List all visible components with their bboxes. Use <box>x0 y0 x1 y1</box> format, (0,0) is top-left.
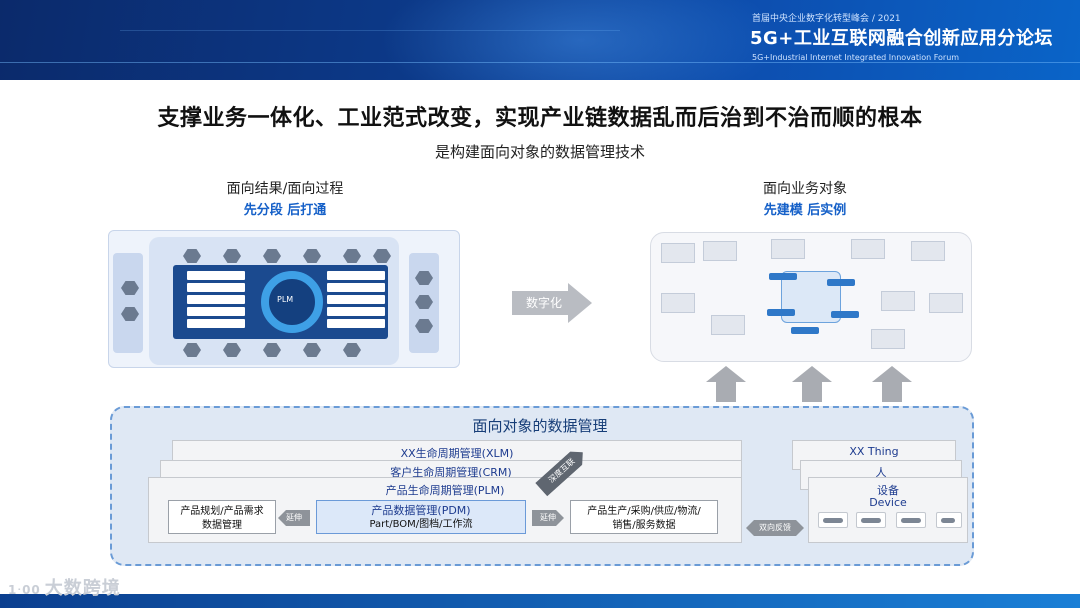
screenshot-thumb <box>929 293 963 313</box>
crm-label: 客户生命周期管理(CRM) <box>390 466 512 479</box>
bidirectional-feedback-arrow: 双向反馈 <box>746 520 804 536</box>
object-chip <box>767 309 795 316</box>
pdm-items: Part/BOM/图档/工作流 <box>369 519 473 530</box>
process-hex-icon <box>415 295 433 309</box>
banner-line <box>120 30 620 31</box>
process-hex-icon <box>343 343 361 357</box>
product-planning-box: 产品规划/产品需求 数据管理 <box>168 500 276 534</box>
up-arrow-icon <box>872 366 912 402</box>
process-hex-icon <box>303 343 321 357</box>
digitalization-arrow: 数字化 <box>512 283 592 323</box>
screenshot-thumb <box>851 239 885 259</box>
conference-name: 首届中央企业数字化转型峰会 / 2021 <box>752 14 901 24</box>
process-hex-icon <box>415 319 433 333</box>
diagram-side-panel <box>113 253 143 353</box>
diagram-module <box>187 283 245 292</box>
footer-band <box>0 594 1080 608</box>
product-production-box: 产品生产/采购/供应/物流/ 销售/服务数据 <box>570 500 718 534</box>
process-hex-icon <box>263 343 281 357</box>
product-production-line2: 销售/服务数据 <box>612 520 676 531</box>
process-hex-icon <box>183 343 201 357</box>
banner-line <box>0 62 1080 63</box>
process-hex-icon <box>223 249 241 263</box>
digitalization-label: 数字化 <box>526 296 563 310</box>
left-subtitle: 先分段 后打通 <box>243 203 327 218</box>
right-subtitle: 先建模 后实例 <box>763 203 847 218</box>
process-hex-icon <box>223 343 241 357</box>
process-hex-icon <box>415 271 433 285</box>
forum-title-en: 5G+Industrial Internet Integrated Innova… <box>752 53 960 62</box>
panel-title: 面向对象的数据管理 <box>472 417 608 435</box>
plm-label: 产品生命周期管理(PLM) <box>385 484 505 497</box>
logo-mark: 1ᐧ00 <box>8 583 41 597</box>
product-planning-line1: 产品规划/产品需求 <box>180 506 264 517</box>
diagram-module <box>327 319 385 328</box>
aircraft-icon <box>856 512 886 528</box>
up-arrow-icon <box>792 366 832 402</box>
screenshot-thumb <box>711 315 745 335</box>
screenshot-thumb <box>661 243 695 263</box>
process-hex-icon <box>373 249 391 263</box>
slide-headline: 支撑业务一体化、工业范式改变，实现产业链数据乱而后治到不治而顺的根本 <box>157 106 923 131</box>
diagram-module <box>327 271 385 280</box>
process-hex-icon <box>183 249 201 263</box>
process-hex-icon <box>303 249 321 263</box>
thing-label: XX Thing <box>849 445 899 458</box>
forum-title: 5G+工业互联网融合创新应用分论坛 <box>750 28 1053 49</box>
diagram-module <box>187 295 245 304</box>
car-icon <box>818 512 848 528</box>
screenshot-thumb <box>771 239 805 259</box>
xlm-label: XX生命周期管理(XLM) <box>400 447 514 460</box>
slide-subline: 是构建面向对象的数据管理技术 <box>434 143 645 161</box>
ship-icon <box>896 512 926 528</box>
pdm-box: 产品数据管理(PDM) Part/BOM/图档/工作流 <box>316 500 526 534</box>
plm-label: PLM <box>277 295 294 304</box>
screenshot-thumb <box>703 241 737 261</box>
process-hex-icon <box>343 249 361 263</box>
diagram-module <box>327 295 385 304</box>
left-title: 面向结果/面向过程 <box>226 181 344 197</box>
screenshot-thumb <box>911 241 945 261</box>
device-layer <box>808 477 968 543</box>
diagram-module <box>327 283 385 292</box>
header-banner: 首届中央企业数字化转型峰会 / 2021 5G+工业互联网融合创新应用分论坛 5… <box>0 0 1080 80</box>
screenshot-thumb <box>881 291 915 311</box>
object-chip <box>831 311 859 318</box>
up-arrow-icon <box>706 366 746 402</box>
diagram-module <box>327 307 385 316</box>
screenshot-thumb <box>661 293 695 313</box>
product-planning-line2: 数据管理 <box>202 520 242 531</box>
business-object-diagram <box>650 232 972 362</box>
diagram-module <box>187 307 245 316</box>
process-hex-icon <box>263 249 281 263</box>
object-chip <box>769 273 797 280</box>
plm-cycle-icon <box>261 271 323 333</box>
diagram-module <box>187 271 245 280</box>
diagram-module <box>187 319 245 328</box>
object-chip <box>791 327 819 334</box>
device-label-en: Device <box>869 496 907 509</box>
extend-right-arrow: 延伸 <box>532 510 564 526</box>
extend-left-arrow: 延伸 <box>278 510 310 526</box>
person-label: 人 <box>875 466 887 479</box>
process-hex-icon <box>121 281 139 295</box>
plm-process-diagram: PLM <box>108 230 460 368</box>
right-title: 面向业务对象 <box>763 181 847 197</box>
product-production-line1: 产品生产/采购/供应/物流/ <box>587 506 701 517</box>
banner-glow <box>380 0 780 80</box>
device-label-cn: 设备 <box>877 484 899 497</box>
screenshot-thumb <box>871 329 905 349</box>
object-chip <box>827 279 855 286</box>
machine-icon <box>936 512 962 528</box>
pdm-title: 产品数据管理(PDM) <box>371 504 471 517</box>
logo-text: 大数跨境 <box>44 578 121 599</box>
process-hex-icon <box>121 307 139 321</box>
